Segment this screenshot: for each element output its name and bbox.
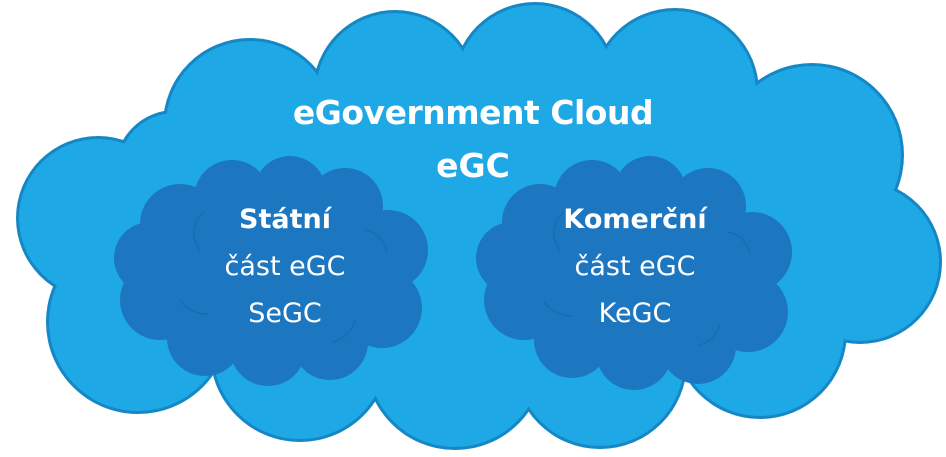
- left-cloud-heading: Státní: [239, 204, 331, 235]
- right-cloud-lobes: [543, 211, 751, 347]
- left-inner-cloud: [114, 156, 428, 386]
- left-cloud-line2: SeGC: [248, 298, 322, 329]
- right-inner-cloud: [476, 156, 792, 390]
- left-cloud-label: Státní část eGC SeGC: [150, 196, 420, 337]
- outer-cloud-subtitle: eGC: [436, 146, 510, 185]
- right-cloud-line2: KeGC: [598, 298, 672, 329]
- left-cloud-lobes: [179, 211, 388, 343]
- right-cloud-label: Komerční část eGC KeGC: [500, 196, 770, 337]
- right-cloud-line1: část eGC: [574, 251, 696, 282]
- left-cloud-line1: část eGC: [224, 251, 346, 282]
- right-cloud-heading: Komerční: [563, 204, 707, 235]
- outer-cloud-title: eGovernment Cloud: [292, 93, 654, 132]
